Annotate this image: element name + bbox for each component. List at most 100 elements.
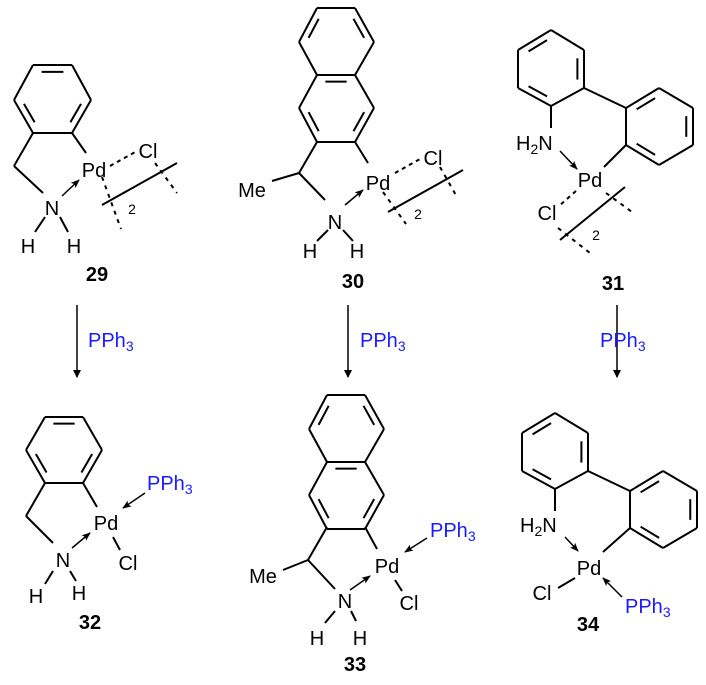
cl-bridge-dashed — [557, 227, 591, 254]
cl-bridge-dashed — [439, 166, 458, 198]
c-pd-bond — [603, 144, 627, 168]
dimer-bracket-line — [101, 162, 178, 206]
ring-bond — [521, 470, 556, 490]
ring-bond — [82, 449, 103, 484]
n-pd-dative-arrow — [61, 179, 80, 197]
cl-atom: Cl — [424, 148, 443, 170]
ring-bond — [625, 144, 660, 166]
n-h-bond — [59, 216, 69, 233]
double-bond-inner — [362, 405, 376, 426]
c-ch-bond — [307, 526, 328, 561]
bond-layer — [13, 7, 698, 624]
compound-31: H2N Pd Cl 2 31 — [516, 133, 624, 295]
n-h-bond — [316, 229, 329, 242]
double-bond-inner — [362, 498, 376, 519]
methyl-group: Me — [238, 180, 266, 202]
biaryl-bond — [587, 470, 631, 492]
pph3-ligand: PPh3 — [625, 596, 671, 620]
c-ch-bond — [298, 141, 318, 174]
n-h-bond — [342, 229, 354, 242]
ring-bond — [554, 412, 589, 434]
double-bond-inner — [35, 453, 48, 473]
ring-bond — [517, 87, 552, 107]
ring-bond — [298, 107, 318, 143]
ring-bond — [629, 527, 664, 549]
compound-33: Pd PPh3 Me N H H Cl 33 — [249, 520, 476, 676]
ch-me-bond — [282, 559, 309, 571]
double-bond-inner — [352, 18, 366, 39]
ch2-n-bond — [25, 515, 54, 544]
ring-bond — [82, 416, 103, 451]
ring-bond — [71, 64, 92, 101]
reagent-label: PPh3 — [600, 330, 646, 354]
dimer-bracket-line — [387, 169, 464, 213]
h-atom: H — [303, 241, 317, 263]
ring-bond — [662, 470, 698, 492]
n-pd-dative-arrow — [564, 536, 579, 552]
compound-label: 32 — [79, 612, 101, 634]
ring-bond — [364, 494, 385, 530]
compound-label: 29 — [86, 264, 108, 286]
pd-atom: Pd — [375, 556, 399, 578]
compound-label: 30 — [342, 271, 364, 293]
ch-n-bond — [298, 172, 326, 201]
double-bond-inner — [69, 103, 82, 123]
ring-bond — [308, 394, 328, 430]
compound-30: Pd Cl Me N H H 2 30 — [238, 148, 442, 293]
n-atom: N — [45, 198, 59, 220]
double-bond-inner — [636, 142, 656, 156]
n-h-bond — [350, 610, 357, 622]
cl-atom: Cl — [119, 553, 138, 575]
p-pd-dative-arrow — [404, 537, 428, 553]
double-bond-inner — [640, 525, 660, 539]
double-bond-inner — [528, 85, 548, 98]
h-atom: H — [350, 241, 364, 263]
pd-bridge-dashed — [101, 176, 122, 230]
double-bond-inner — [352, 111, 366, 132]
pd-cl-bond — [112, 536, 121, 551]
cl-atom: Cl — [533, 583, 552, 605]
double-bond-inner — [23, 103, 36, 123]
n-h-bond — [34, 216, 46, 233]
ring-bond — [71, 99, 92, 134]
n-atom: N — [328, 212, 342, 234]
n-atom: N — [338, 591, 352, 613]
biaryl-bond — [583, 87, 627, 109]
dimer-bracket-line — [559, 186, 626, 241]
ring-bond — [298, 7, 318, 43]
ring-bond — [354, 74, 375, 109]
pd-atom: Pd — [82, 160, 106, 182]
h-atom: H — [353, 628, 367, 650]
ring-bond — [554, 470, 589, 490]
ch2-bond — [25, 482, 46, 517]
h-atom: H — [29, 586, 43, 608]
n-h-bond — [324, 610, 336, 624]
ring-bond — [13, 64, 34, 101]
ring-bond — [521, 412, 556, 434]
reagent-label: PPh3 — [360, 330, 406, 354]
n-atom: N — [56, 550, 70, 572]
double-bond-inner — [80, 453, 93, 473]
ch-me-bond — [271, 172, 300, 182]
pph3-ligand: PPh3 — [147, 473, 193, 497]
ring-bond — [354, 41, 375, 76]
pd-atom: Pd — [577, 558, 601, 580]
compound-34: H2N Pd Cl PPh3 34 — [520, 515, 671, 636]
ring-bond — [364, 394, 385, 430]
h-atom: H — [310, 628, 324, 650]
double-bond-inner — [532, 468, 552, 481]
pd-atom: Pd — [94, 513, 118, 535]
ring-bond — [658, 87, 694, 109]
double-bond-inner — [317, 498, 330, 519]
dimer-subscript: 2 — [592, 227, 600, 243]
compound-label: 34 — [577, 614, 600, 636]
ch2-n-bond — [13, 165, 44, 194]
double-bond-inner — [307, 18, 320, 39]
pd-cl-bridge-dashed — [558, 190, 577, 207]
pd-cl-bridge-dashed — [109, 150, 138, 167]
ring-bond — [298, 74, 318, 109]
ring-bond — [550, 29, 585, 51]
ring-bond — [364, 461, 385, 496]
cl-atom: Cl — [400, 593, 419, 615]
ring-bond — [517, 29, 552, 51]
